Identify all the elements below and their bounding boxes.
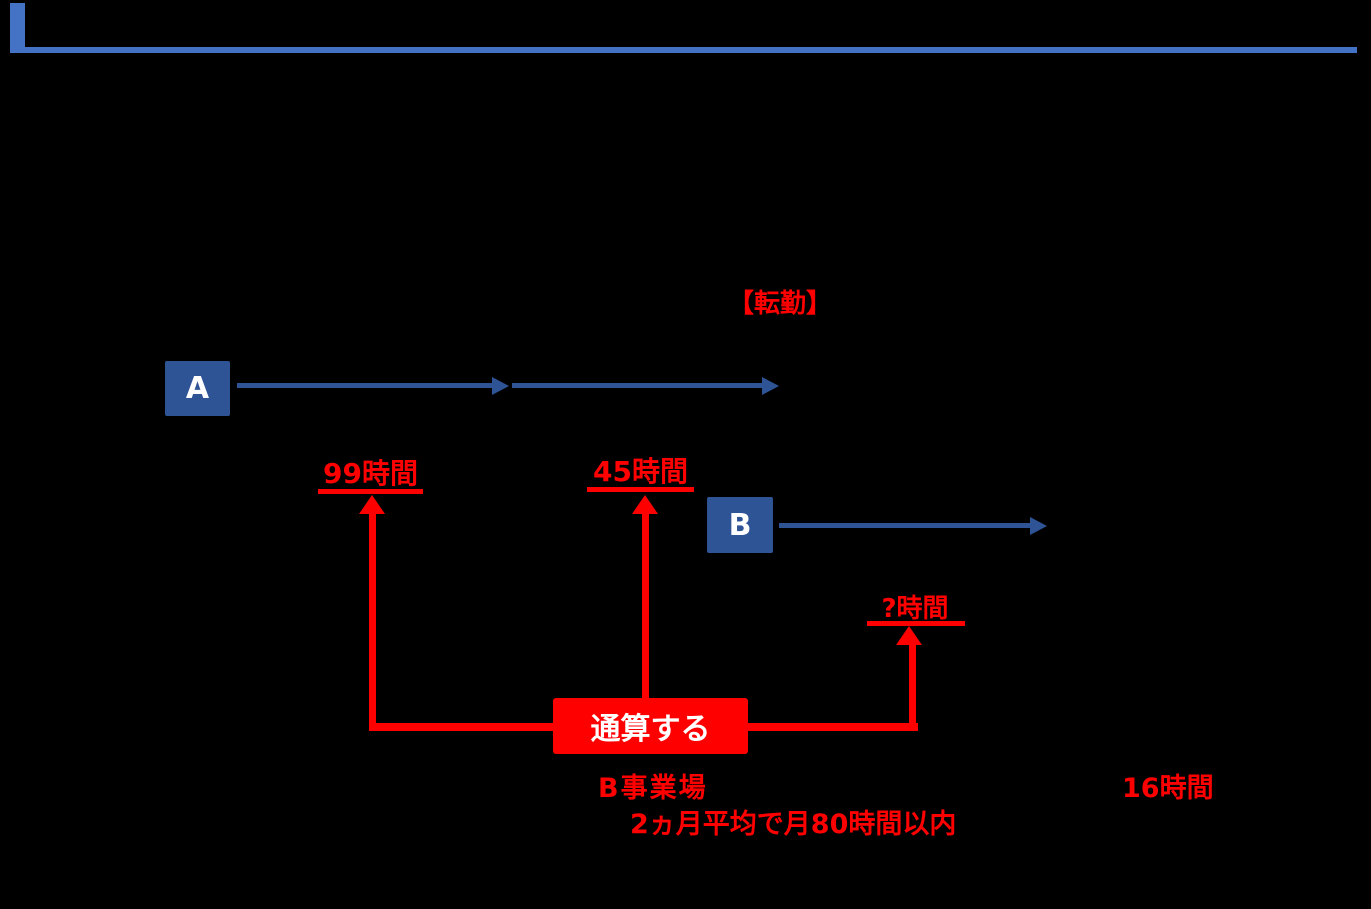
site-a-month1-arrowhead-icon (492, 377, 509, 395)
title-underline (10, 47, 1357, 53)
hours-99-arrow-stem (369, 513, 376, 731)
site-b-box: B (707, 497, 773, 553)
hours-99-underline (318, 489, 423, 494)
aggregate-label: 通算する (590, 712, 711, 747)
aggregate-box: 通算する (553, 698, 748, 754)
title-accent-bar (10, 3, 25, 52)
hours-16-label: 16時間 (1122, 773, 1214, 804)
hours-unknown-up-arrowhead-icon (896, 626, 922, 645)
hours-unknown-arrow-stem (909, 644, 916, 731)
site-b-month-arrowhead-icon (1030, 517, 1047, 535)
site-a-month2-arrowhead-icon (762, 377, 779, 395)
hours-99-label: 99時間 (323, 457, 418, 490)
site-a-box: A (165, 361, 230, 416)
site-b-name-label: B事業場 (598, 773, 708, 804)
aggregate-connector-right (746, 723, 918, 731)
hours-45-underline (587, 487, 694, 492)
hours-45-arrow-stem (642, 513, 649, 700)
aggregate-connector-left (369, 723, 560, 731)
site-a-month2-arrow-line (512, 383, 762, 388)
transfer-label: 【転勤】 (727, 289, 832, 319)
hours-unknown-label: ?時間 (881, 594, 949, 624)
hours-45-label: 45時間 (593, 455, 688, 488)
site-b-label: B (728, 507, 752, 543)
average-rule-label: 2ヵ月平均で月80時間以内 (630, 809, 957, 840)
hours-99-up-arrowhead-icon (359, 495, 385, 514)
site-b-month-arrow-line (779, 523, 1030, 528)
site-a-label: A (185, 371, 210, 406)
site-a-month1-arrow-line (237, 383, 492, 388)
hours-unknown-underline (867, 621, 965, 626)
hours-45-up-arrowhead-icon (632, 495, 658, 514)
